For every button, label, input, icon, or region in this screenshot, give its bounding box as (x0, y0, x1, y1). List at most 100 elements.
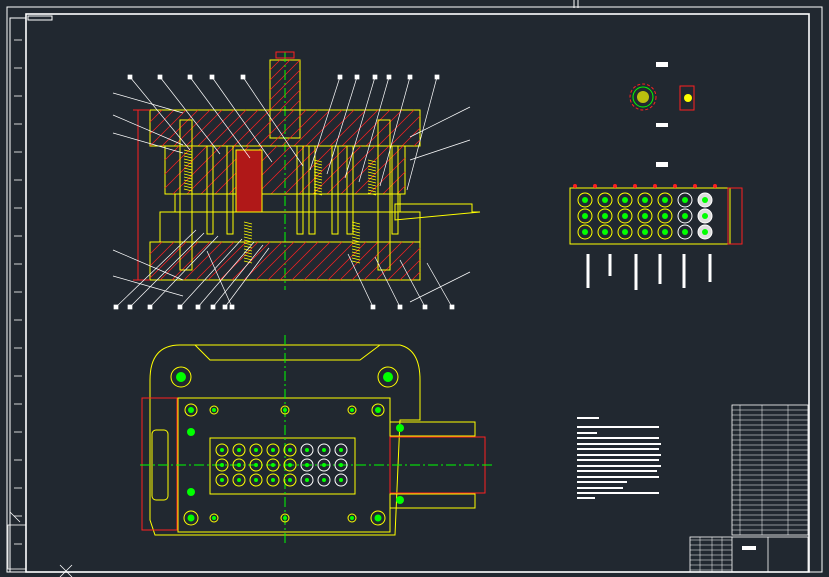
hatch-line (164, 145, 180, 161)
hatch-line (315, 241, 355, 281)
corner-mark (9, 511, 21, 523)
plan-hole (280, 513, 290, 523)
hatch-line (243, 241, 283, 281)
pilot-hole (396, 496, 404, 504)
pilot-hole (187, 428, 195, 436)
spring-coil (367, 189, 377, 193)
plan-holes (170, 366, 404, 526)
lower-die-set-outline (149, 344, 421, 536)
spring-coil (183, 176, 193, 180)
leader-line (399, 259, 426, 308)
hatch-line (339, 241, 379, 281)
plan-hole-center (176, 372, 186, 382)
hatch-line (164, 145, 194, 175)
strip-blank (677, 208, 693, 224)
spring-coil (351, 257, 361, 261)
plan-hole-center (374, 514, 382, 522)
pierce-center (322, 463, 326, 467)
plan-hole (170, 366, 192, 388)
spring-coil (183, 149, 193, 153)
pierce-center (237, 448, 241, 452)
hatch-line (317, 109, 355, 147)
pierce-center (305, 448, 309, 452)
leader-line (129, 232, 205, 308)
punch (331, 145, 339, 235)
pierce-station (300, 443, 314, 457)
station-mark (658, 254, 662, 284)
leader-line (112, 249, 184, 281)
pierce-station (215, 473, 229, 487)
strip-blank (617, 224, 633, 240)
hatch-line (351, 241, 391, 281)
leader-line (189, 76, 251, 159)
blank-part-view (629, 62, 695, 167)
spring-coil (243, 227, 253, 231)
pierce-station (215, 458, 229, 472)
leader-line (112, 92, 184, 114)
leader-tag (187, 74, 193, 80)
pierce-center (339, 478, 343, 482)
leader-tag (113, 304, 119, 310)
strip-center (682, 213, 688, 219)
punch-set (206, 145, 399, 235)
feed-strip-guide (394, 203, 481, 221)
plan-hole (209, 405, 219, 415)
pierce-station (232, 443, 246, 457)
hatch-line (413, 139, 421, 147)
leader-line (406, 76, 438, 191)
leader-tag (372, 74, 378, 80)
plan-pierce-pattern (215, 443, 348, 487)
blank-side-view (684, 94, 692, 102)
leader-line (179, 238, 243, 308)
spring-coil (243, 224, 253, 228)
hatch-line (255, 241, 295, 281)
leader-line (112, 275, 184, 297)
strip-blank (637, 224, 653, 240)
leader-line (326, 76, 358, 175)
spring-coil (351, 245, 361, 249)
spring-coil (367, 159, 377, 163)
pierce-center (305, 478, 309, 482)
station-mark (682, 254, 686, 288)
hatch-line (149, 241, 163, 255)
leader-tag (337, 74, 343, 80)
strip-blank (577, 192, 593, 208)
hatch-line (375, 241, 415, 281)
pierce-station (334, 443, 348, 457)
strip-center (682, 197, 688, 203)
strip-blank (637, 208, 653, 224)
leader-tag (210, 304, 216, 310)
hatch-line (353, 109, 391, 147)
leader-tag (229, 304, 235, 310)
leader-tag (127, 304, 133, 310)
strip-blank (577, 224, 593, 240)
upper-plate-hatch (149, 109, 421, 147)
strip-center (642, 197, 648, 203)
plan-hole-center (383, 372, 393, 382)
spring-coil (183, 167, 193, 171)
strip-dim-point (593, 184, 597, 188)
drawing-frame (6, 0, 823, 573)
plan-hole-center (187, 514, 195, 522)
spring-coil (243, 257, 253, 261)
leader-tag (177, 304, 183, 310)
plan-hole-center (375, 407, 381, 413)
spring-coil (351, 254, 361, 258)
note-line (577, 437, 659, 439)
hatch-line (269, 59, 291, 81)
pierce-center (305, 463, 309, 467)
plan-hole-center (350, 408, 354, 412)
station-mark (586, 254, 590, 288)
leader-tag (127, 74, 133, 80)
plan-hole (280, 405, 290, 415)
strip-center (602, 197, 608, 203)
hatch-line (149, 109, 163, 123)
plan-hole (209, 513, 219, 523)
title-block-main (689, 536, 809, 573)
spring-coil (367, 180, 377, 184)
hatch-line (298, 145, 348, 195)
note-line (577, 476, 659, 478)
strip-blank (577, 208, 593, 224)
spring-coil (351, 242, 361, 246)
hatch-line (197, 109, 235, 147)
